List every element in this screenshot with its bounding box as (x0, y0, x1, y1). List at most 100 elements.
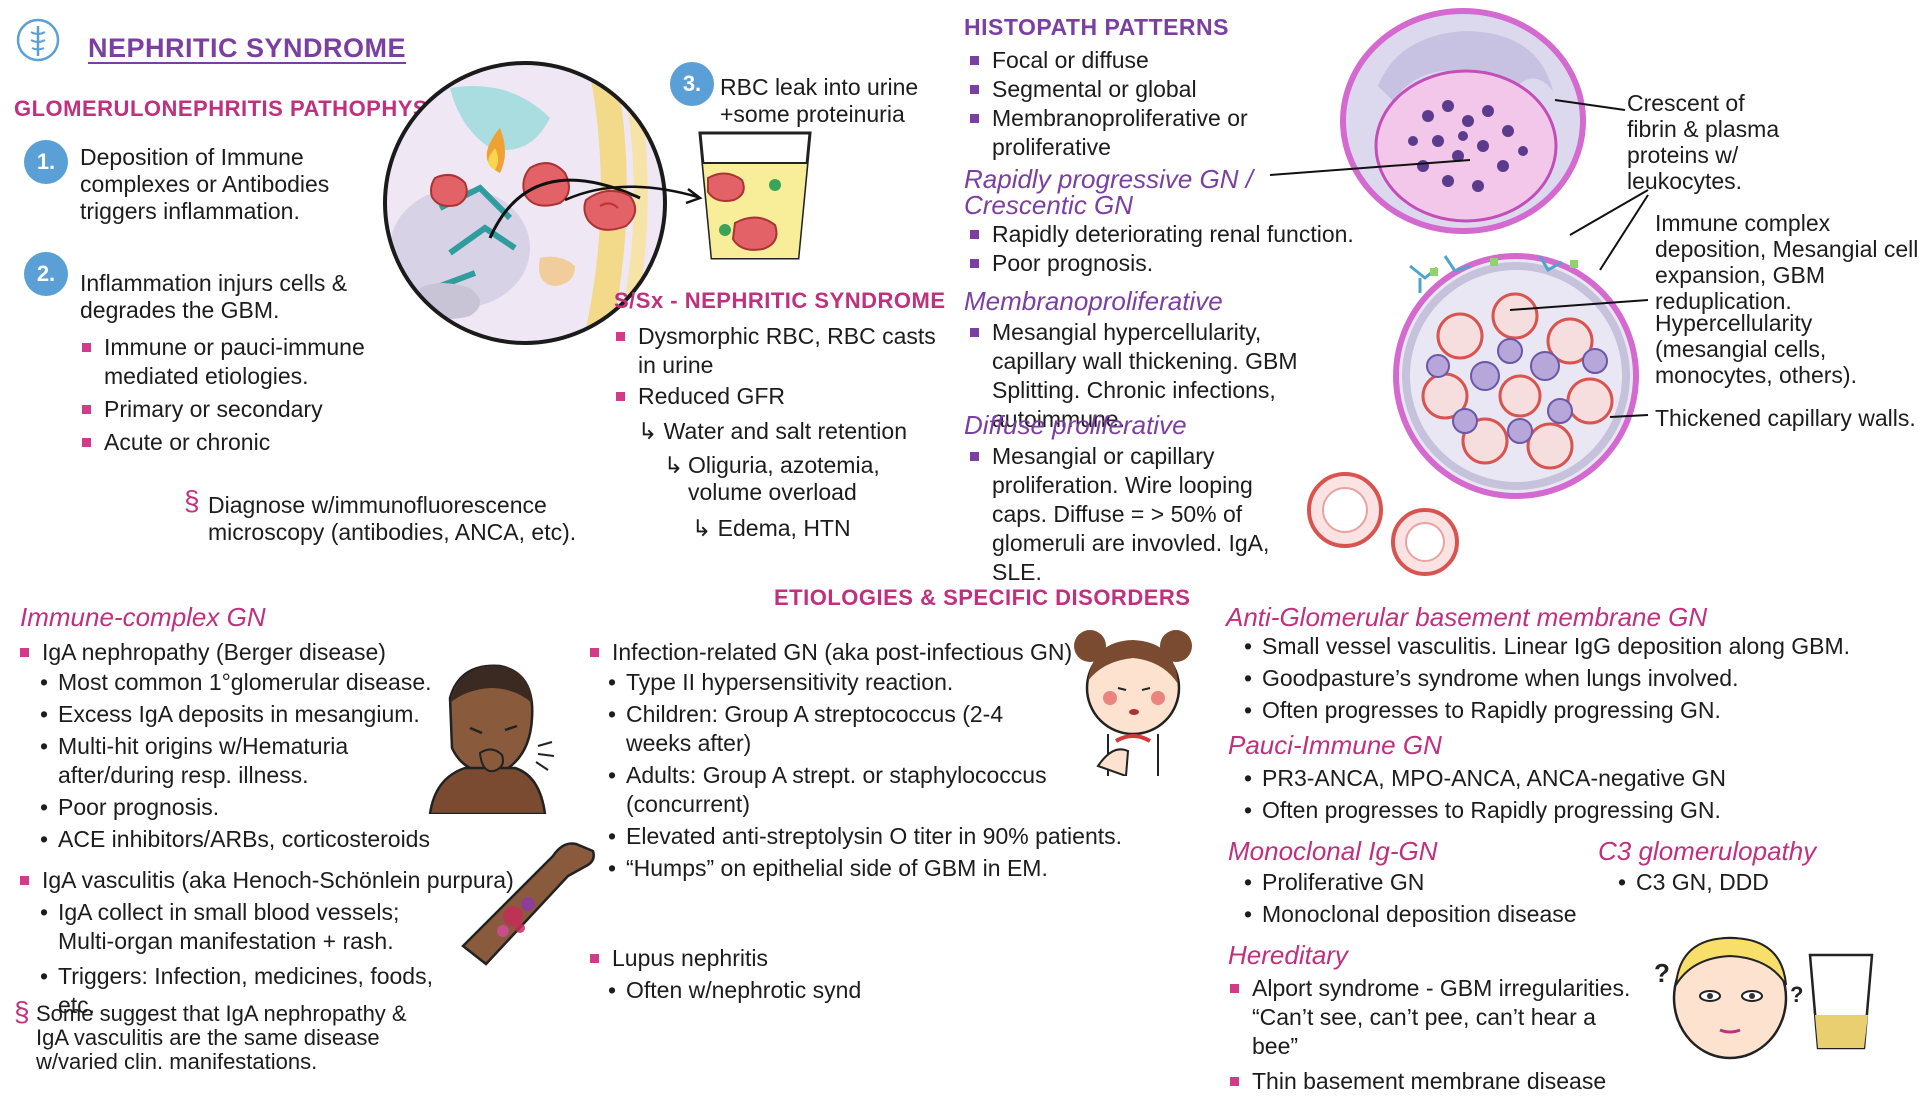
list-item: Proliferative GN (1240, 868, 1600, 897)
list-item: Primary or secondary (78, 395, 378, 424)
mp-bullets: Mesangial hypercellularity, capillary wa… (966, 318, 1346, 434)
list-item: Poor prognosis. (966, 249, 1386, 278)
c3-bullets: C3 GN, DDD (1614, 868, 1834, 897)
list-item: Segmental or global (966, 75, 1286, 104)
ssx-bullets: Dysmorphic RBC, RBC casts in urine Reduc… (612, 322, 942, 411)
list-item: Monoclonal deposition disease (1240, 900, 1600, 929)
list-item: Thin basement membrane disease (1226, 1067, 1646, 1096)
list-item: Lupus nephritis (586, 944, 886, 973)
rpgn-bullets: Rapidly deteriorating renal function. Po… (966, 220, 1386, 278)
crescent-glomerulus-illustration (1338, 6, 1588, 236)
list-item: “Humps” on epithelial side of GBM in EM. (604, 854, 1144, 883)
step-3-text: RBC leak into urine +some proteinuria (720, 74, 919, 127)
iga-nephropathy: IgA nephropathy (Berger disease) (16, 638, 476, 667)
step-2-text: Inflammation injurs cells & degrades the… (80, 270, 348, 323)
arrow-icon: ↳ (664, 452, 684, 478)
list-item: Often progresses to Rapidly progressing … (1240, 796, 1880, 825)
list-item: Type II hypersensitivity reaction. (604, 668, 1144, 697)
hypercellularity-label: Hypercellularity (mesangial cells, monoc… (1655, 310, 1857, 388)
list-item: Triggers: Infection, medicines, foods, e… (36, 962, 456, 1020)
label-lines (1269, 95, 1650, 445)
pauci-title: Pauci-Immune GN (1228, 730, 1442, 760)
histopath-bullets: Focal or diffuse Segmental or global Mem… (966, 46, 1286, 162)
list-item: Adults: Group A strept. or staphylococcu… (604, 761, 1106, 819)
mono-bullets: Proliferative GN Monoclonal deposition d… (1240, 868, 1600, 929)
step-2-badge: 2. (24, 252, 68, 296)
rpgn-title: Rapidly progressive GN / Crescentic GN (964, 164, 1253, 220)
list-item: Multi-hit origins w/Hematuria after/duri… (36, 732, 358, 790)
dp-title: Diffuse proliferative (964, 410, 1187, 440)
svg-text:?: ? (1654, 958, 1670, 988)
list-item: Acute or chronic (78, 428, 378, 457)
immune-label: Immune complex deposition, Mesangial cel… (1655, 210, 1919, 314)
page-title: NEPHRITIC SYNDROME (88, 33, 407, 63)
crescent-label: Crescent of fibrin & plasma proteins w/ … (1627, 90, 1780, 194)
infection-bullets: Type II hypersensitivity reaction. Child… (604, 668, 1144, 883)
ssx-arrow-1: ↳ Water and salt retention (638, 418, 907, 445)
list-item: IgA nephropathy (Berger disease) (16, 638, 476, 667)
anti-gbm-title: Anti-Glomerular basement membrane GN (1226, 602, 1708, 632)
list-item: Elevated anti-streptolysin O titer in 90… (604, 822, 1144, 851)
thickened-walls-label: Thickened capillary walls. (1655, 405, 1916, 431)
list-item: Often progresses to Rapidly progressing … (1240, 696, 1880, 725)
list-item: Rapidly deteriorating renal function. (966, 220, 1386, 249)
note-icon: § (14, 996, 30, 1027)
list-item: Goodpasture’s syndrome when lungs involv… (1240, 664, 1880, 693)
caduceus-icon (16, 18, 60, 62)
dp-bullets: Mesangial or capillary proliferation. Wi… (966, 442, 1306, 587)
mono-title: Monoclonal Ig-GN (1228, 836, 1438, 866)
rbc-outside-icon (578, 182, 642, 234)
list-item: Mesangial or capillary proliferation. Wi… (966, 442, 1306, 587)
list-item: Dysmorphic RBC, RBC casts in urine (612, 322, 942, 380)
confused-person-illustration: ? ? (1650, 930, 1880, 1062)
iga-bullets: Most common 1°glomerular disease. Excess… (36, 668, 446, 854)
coughing-person-illustration (420, 658, 560, 816)
suggest-note: Some suggest that IgA nephropathy & IgA … (36, 1001, 407, 1074)
ssx-arrow-3-text: Edema, HTN (717, 515, 851, 541)
ssx-arrow-1-text: Water and salt retention (663, 418, 908, 444)
infection-related: Infection-related GN (aka post-infectiou… (586, 638, 1086, 667)
iga-vasculitis: IgA vasculitis (aka Henoch-Schönlein pur… (16, 866, 516, 895)
ssx-arrow-2: ↳ Oliguria, azotemia, volume overload (664, 452, 904, 506)
rash-arm-illustration (458, 836, 598, 966)
igav-bullets: IgA collect in small blood vessels; Mult… (36, 898, 456, 1020)
list-item: Mesangial hypercellularity, capillary wa… (966, 318, 1346, 434)
step-1-text: Deposition of Immune complexes or Antibo… (80, 144, 330, 224)
lupus-bullets: Often w/nephrotic synd (604, 976, 904, 1005)
list-item: Focal or diffuse (966, 46, 1286, 75)
list-item: C3 GN, DDD (1614, 868, 1834, 897)
pauci-bullets: PR3-ANCA, MPO-ANCA, ANCA-negative GN Oft… (1240, 764, 1880, 825)
list-item: Often w/nephrotic synd (604, 976, 904, 1005)
etiologies-heading: ETIOLOGIES & SPECIFIC DISORDERS (774, 585, 1191, 610)
list-item: Membranoproliferative or proliferative (966, 104, 1292, 162)
list-item: Poor prognosis. (36, 793, 446, 822)
list-item: Children: Group A streptococcus (2-4 wee… (604, 700, 1006, 758)
list-item: ACE inhibitors/ARBs, corticosteroids (36, 825, 446, 854)
step-2-bullets: Immune or pauci-immune mediated etiologi… (78, 333, 378, 457)
ssx-arrow-2-text: Oliguria, azotemia, volume overload (688, 452, 880, 505)
pathophys-heading: GLOMERULONEPHRITIS PATHOPHYS. (14, 96, 435, 121)
sore-throat-child-illustration (1068, 616, 1198, 778)
list-item: Excess IgA deposits in mesangium. (36, 700, 446, 729)
list-item: IgA vasculitis (aka Henoch-Schönlein pur… (16, 866, 516, 895)
list-item: Alport syndrome - GBM irregularities. “C… (1226, 974, 1646, 1061)
diagnose-note: Diagnose w/immunofluorescence microscopy… (208, 492, 577, 545)
mp-title: Membranoproliferative (964, 286, 1223, 316)
leak-arrow (560, 165, 710, 225)
note-icon: § (184, 485, 200, 516)
anti-gbm-bullets: Small vessel vasculitis. Linear IgG depo… (1240, 632, 1880, 725)
list-item: Infection-related GN (aka post-infectiou… (586, 638, 1086, 667)
list-item: Small vessel vasculitis. Linear IgG depo… (1240, 632, 1880, 661)
arrow-icon: ↳ (692, 515, 712, 541)
hereditary-bullets: Alport syndrome - GBM irregularities. “C… (1226, 974, 1646, 1096)
lupus-nephritis: Lupus nephritis (586, 944, 886, 973)
ssx-heading: S/Sx - NEPHRITIC SYNDROME (614, 288, 946, 313)
list-item: IgA collect in small blood vessels; Mult… (36, 898, 438, 956)
list-item: Immune or pauci-immune mediated etiologi… (78, 333, 378, 391)
immune-complex-title: Immune-complex GN (20, 602, 266, 632)
hypercellular-glomerulus-illustration (1390, 236, 1642, 502)
c3-title: C3 glomerulopathy (1598, 836, 1817, 866)
list-item: Reduced GFR (612, 382, 942, 411)
list-item: PR3-ANCA, MPO-ANCA, ANCA-negative GN (1240, 764, 1880, 793)
arrow-icon: ↳ (638, 418, 658, 444)
